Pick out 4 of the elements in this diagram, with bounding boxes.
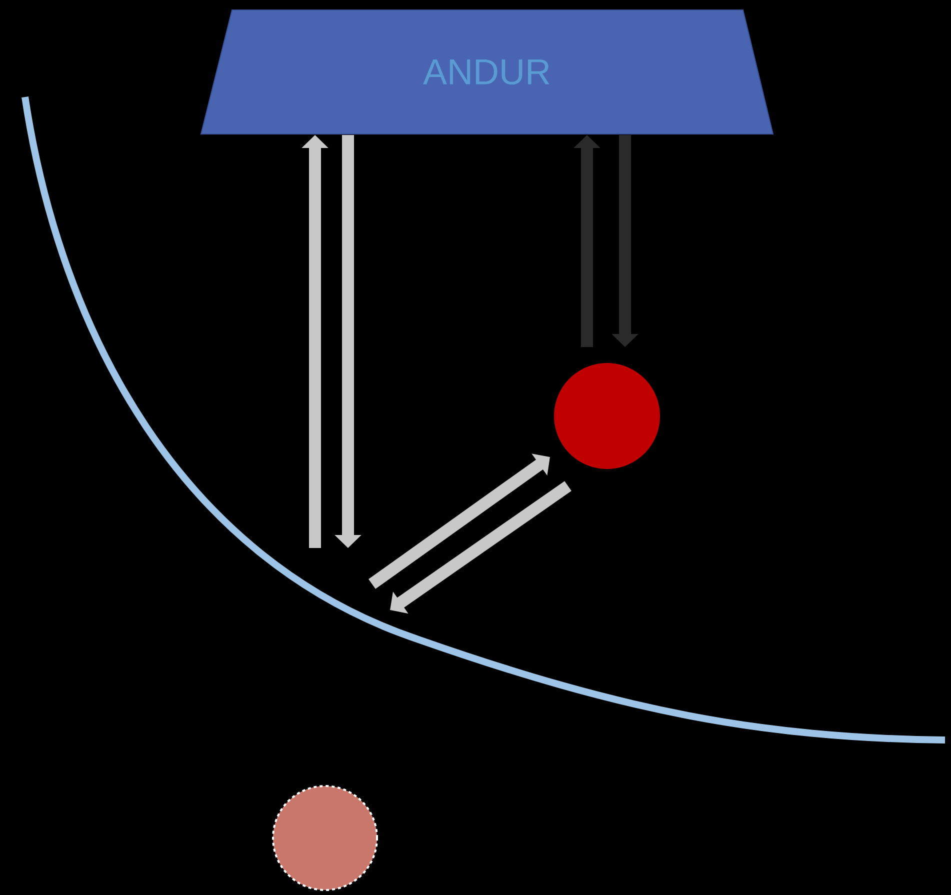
block-arrow: [390, 481, 572, 614]
circle: [554, 363, 660, 469]
block-arrow: [368, 454, 550, 589]
dashed-circle: [272, 785, 378, 892]
